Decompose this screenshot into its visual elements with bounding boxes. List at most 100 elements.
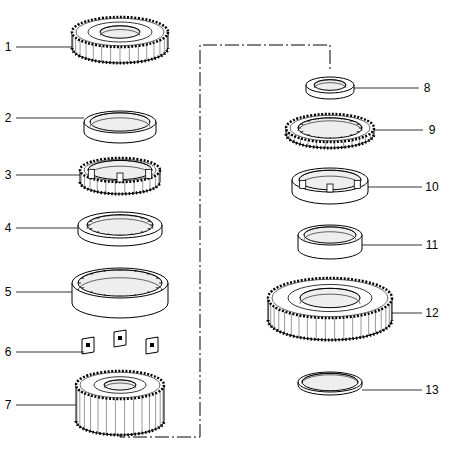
tooth-line <box>291 314 292 336</box>
hub <box>76 371 164 435</box>
tooth-line <box>307 317 308 339</box>
part-bore <box>304 227 356 243</box>
callout-number: 12 <box>424 306 439 320</box>
tooth-line <box>160 391 161 427</box>
part-ring <box>94 377 146 394</box>
spline-line <box>107 233 108 235</box>
part-bore <box>90 113 150 131</box>
part-top <box>292 168 368 192</box>
gear-teeth <box>80 182 160 194</box>
part-top <box>84 111 156 133</box>
leader-line <box>16 292 72 293</box>
key-boss <box>150 343 154 347</box>
part-bore <box>314 80 346 91</box>
spline-line <box>97 231 99 233</box>
spline-line <box>341 136 342 138</box>
tooth-line <box>84 176 85 188</box>
tooth-line <box>98 397 99 433</box>
tooth-line <box>164 38 165 54</box>
leader-line <box>368 187 422 188</box>
spline-line <box>81 287 84 288</box>
tooth-line <box>115 182 116 194</box>
part-ring <box>88 22 152 42</box>
part-side <box>80 170 160 194</box>
spline-line <box>97 217 99 219</box>
spline-line <box>351 134 353 136</box>
spline-line <box>148 273 150 275</box>
spline-line <box>120 215 121 216</box>
spline-line <box>135 294 136 296</box>
tooth-line <box>352 317 353 339</box>
key-body <box>82 337 94 354</box>
spline-line <box>120 234 121 235</box>
tooth-line <box>375 312 376 334</box>
tooth-line <box>146 44 147 60</box>
spline-line <box>156 287 159 288</box>
callout-number: 8 <box>423 81 432 95</box>
tooth-line <box>101 46 102 62</box>
tooth-line <box>270 304 271 326</box>
spline-line <box>341 118 342 120</box>
tooth-line <box>110 47 111 63</box>
bore-wall <box>304 227 356 240</box>
tooth-line <box>129 47 130 63</box>
spline-line <box>90 221 93 222</box>
spline-line <box>148 221 151 222</box>
spline-line <box>307 134 309 136</box>
part-top <box>306 77 354 93</box>
synchro-key <box>114 330 126 347</box>
bore-wall <box>314 80 346 88</box>
part-top <box>298 372 362 392</box>
ring-lug <box>327 184 333 192</box>
callout-number: 3 <box>4 168 13 182</box>
key-boss <box>86 343 90 347</box>
spline-line <box>357 124 360 125</box>
spline-line <box>120 295 121 296</box>
spline-line <box>81 277 84 278</box>
tooth-line <box>289 134 290 140</box>
part-bore <box>87 215 153 235</box>
part-bore <box>298 118 362 138</box>
part-top <box>72 17 168 47</box>
spline-line <box>148 228 151 229</box>
leader-line <box>16 118 84 119</box>
part-bore <box>300 288 360 307</box>
tooth-line <box>299 315 300 337</box>
part-top <box>298 225 362 245</box>
gear-teeth <box>76 421 164 435</box>
tooth-line <box>325 142 326 148</box>
leader-line <box>354 88 419 89</box>
tooth-line <box>343 317 344 339</box>
tooth-line <box>149 178 150 190</box>
synchronizer-ring <box>80 158 160 194</box>
tooth-line <box>142 180 143 192</box>
synchronizer-ring <box>286 114 374 148</box>
spline-line <box>104 294 105 296</box>
tooth-line <box>97 180 98 192</box>
leader-line <box>16 47 72 48</box>
callout-number: 4 <box>4 221 13 235</box>
spline-line <box>90 273 92 275</box>
part-top <box>286 114 374 142</box>
tooth-line <box>105 181 106 193</box>
key-boss <box>118 336 122 340</box>
ring-lug <box>354 180 360 188</box>
bore-wall <box>299 170 361 186</box>
part-top <box>72 268 168 298</box>
spline-line <box>156 277 159 278</box>
ring-lug <box>146 169 152 178</box>
cone-ring <box>84 111 156 143</box>
tooth-line <box>316 317 317 339</box>
part-bore <box>104 380 136 390</box>
leader-line <box>374 130 423 131</box>
spline-line <box>120 270 121 271</box>
spline-line <box>107 215 108 217</box>
spline-line <box>159 283 162 284</box>
part-side <box>292 180 368 204</box>
tooth-line <box>155 176 156 188</box>
callout-number: 1 <box>4 40 13 54</box>
leader-line <box>16 405 76 406</box>
tooth-line <box>368 314 369 336</box>
outer-cone <box>292 168 368 204</box>
